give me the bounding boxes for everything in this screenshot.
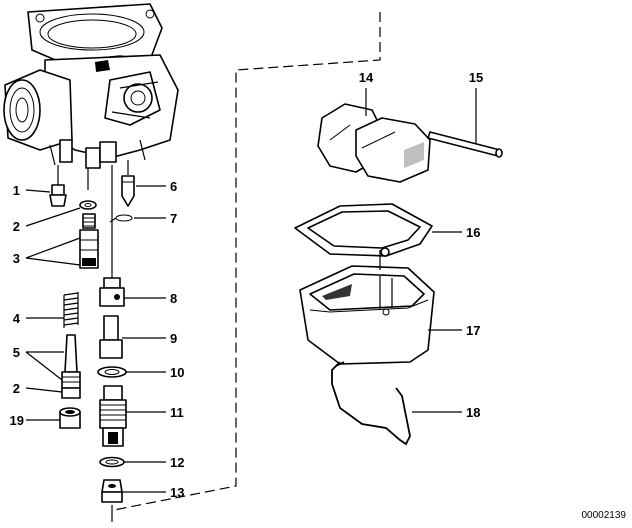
part-8-mixing-tube (99, 277, 125, 307)
callout-1: 1 (13, 183, 20, 198)
part-2-washer (79, 200, 97, 210)
part-2-nut (61, 387, 81, 399)
callout-2-lower: 2 (13, 381, 20, 396)
part-11-jet-holder (99, 385, 127, 447)
part-13-main-jet (101, 479, 123, 503)
part-3-jet-holder (79, 213, 99, 269)
document-number: 00002139 (582, 510, 627, 521)
part-7-clip (109, 214, 133, 223)
callout-18: 18 (466, 405, 480, 420)
part-19-sleeve (59, 407, 81, 429)
part-15-float-pin (427, 131, 503, 158)
part-18-clip (331, 361, 411, 446)
callout-11: 11 (170, 405, 184, 420)
callout-15: 15 (469, 70, 483, 85)
part-17-float-bowl (299, 265, 435, 365)
callout-5: 5 (13, 345, 20, 360)
callout-3: 3 (13, 251, 20, 266)
callout-4: 4 (13, 311, 21, 326)
callout-19: 19 (10, 413, 24, 428)
callout-17: 17 (466, 323, 480, 338)
part-1-plug (49, 184, 67, 207)
part-5-needle (61, 334, 81, 389)
callout-10: 10 (170, 365, 184, 380)
callout-8: 8 (170, 291, 177, 306)
part-4-spring (63, 292, 79, 328)
callout-16: 16 (466, 225, 480, 240)
part-10-washer (97, 366, 127, 378)
leader-lines (25, 88, 477, 493)
part-6-needle-valve (121, 175, 135, 207)
part-14-float (317, 103, 431, 183)
callout-labels: 1 2 3 4 5 2 19 6 7 8 9 10 11 12 13 14 15… (10, 70, 484, 500)
float-chamber-bracket (113, 12, 381, 511)
callout-2-upper: 2 (13, 219, 20, 234)
callout-6: 6 (170, 179, 177, 194)
callout-12: 12 (170, 455, 184, 470)
callout-7: 7 (170, 211, 177, 226)
callout-14: 14 (359, 70, 374, 85)
part-9-needle-jet (99, 315, 123, 359)
carburetor-body (3, 3, 179, 169)
callout-9: 9 (170, 331, 177, 346)
callout-13: 13 (170, 485, 184, 500)
part-12-washer (99, 456, 125, 468)
part-16-gasket (294, 203, 433, 257)
